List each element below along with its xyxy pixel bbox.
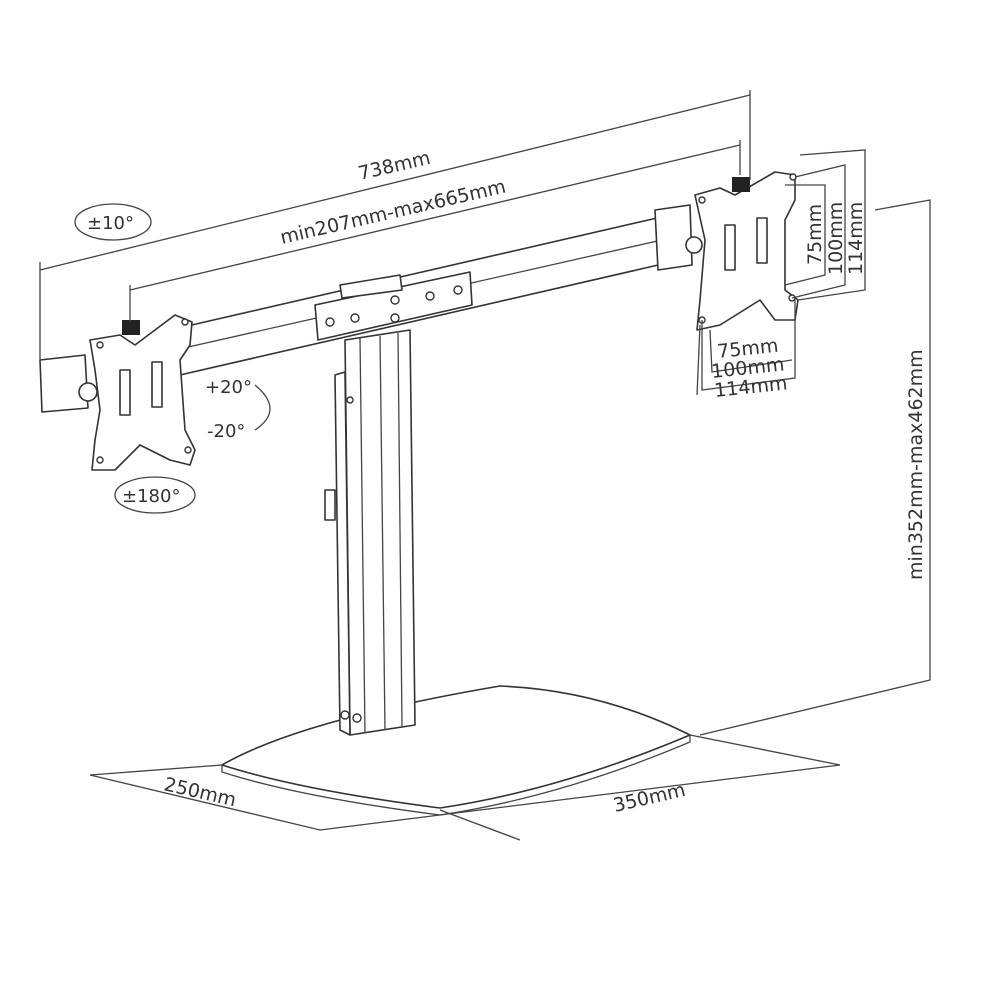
height-range-label: min352mm-max462mm (905, 349, 927, 580)
tilt-up-label: +20° (205, 377, 252, 398)
left-vesa-plate (78, 314, 196, 471)
vesa-vertical-114: 114mm (845, 202, 867, 275)
vesa-vertical-100: 100mm (825, 202, 847, 275)
tilt-down-label: -20° (207, 421, 245, 442)
angle-markers (74, 203, 271, 514)
arm-span-label: min207mm-max665mm (278, 176, 508, 249)
column (324, 329, 416, 736)
base-depth-label: 250mm (162, 773, 238, 811)
dimension-lines (39, 90, 931, 841)
right-vesa-plate (685, 171, 799, 331)
base-width-label: 350mm (611, 779, 687, 817)
tilt-side-label: ±10° (87, 213, 134, 234)
clamp-bolts (325, 285, 463, 327)
total-width-label: 738mm (356, 147, 432, 185)
rotation-label: ±180° (122, 486, 180, 507)
vesa-vertical-75: 75mm (804, 204, 826, 265)
